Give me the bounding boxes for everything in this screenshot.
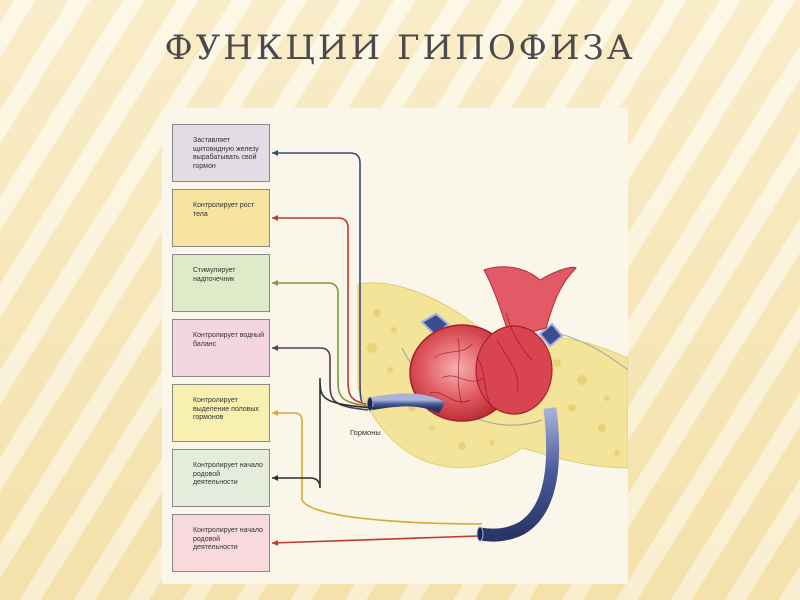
pituitary-stalk	[483, 266, 577, 339]
connector-line-1	[272, 152, 363, 403]
hormones-label: Гормоны	[350, 428, 381, 437]
connector-arrow-7	[272, 540, 278, 546]
connector-arrow-6	[272, 475, 278, 481]
function-box-6: Контролирует начало родовой деятельности	[172, 449, 270, 507]
function-box-1: Заставляет щитовидную железу вырабатыват…	[172, 124, 270, 182]
hormone-tube-upper	[368, 393, 446, 414]
connector-arrow-5	[272, 410, 278, 416]
connector-line-7	[271, 535, 479, 544]
function-box-4: Контролирует водный баланс	[172, 319, 270, 377]
connector-line-3	[272, 282, 369, 407]
diagram-artwork	[271, 150, 628, 546]
function-box-3: Стимулирует надпочечник	[172, 254, 270, 312]
connector-line-5	[272, 412, 483, 525]
vessel-right	[538, 322, 564, 348]
slide-title: ФУНКЦИИ ГИПОФИЗА	[164, 28, 636, 68]
hormone-tube-lower	[478, 407, 560, 542]
function-box-2: Контролирует рост тела	[172, 189, 270, 247]
connector-arrow-1	[272, 150, 278, 156]
connector-arrow-4	[272, 345, 278, 351]
connector-arrow-2	[272, 215, 278, 221]
function-box-5: Контролирует выделение половых гормонов	[172, 384, 270, 442]
connector-line-2	[272, 217, 367, 405]
connector-line-6	[272, 377, 375, 489]
connector-arrow-3	[272, 280, 278, 286]
connector-line-4	[272, 347, 369, 411]
function-box-7: Контролирует начало родовой деятельности	[172, 514, 270, 572]
pituitary-diagram: Заставляет щитовидную железу вырабатыват…	[162, 108, 628, 584]
